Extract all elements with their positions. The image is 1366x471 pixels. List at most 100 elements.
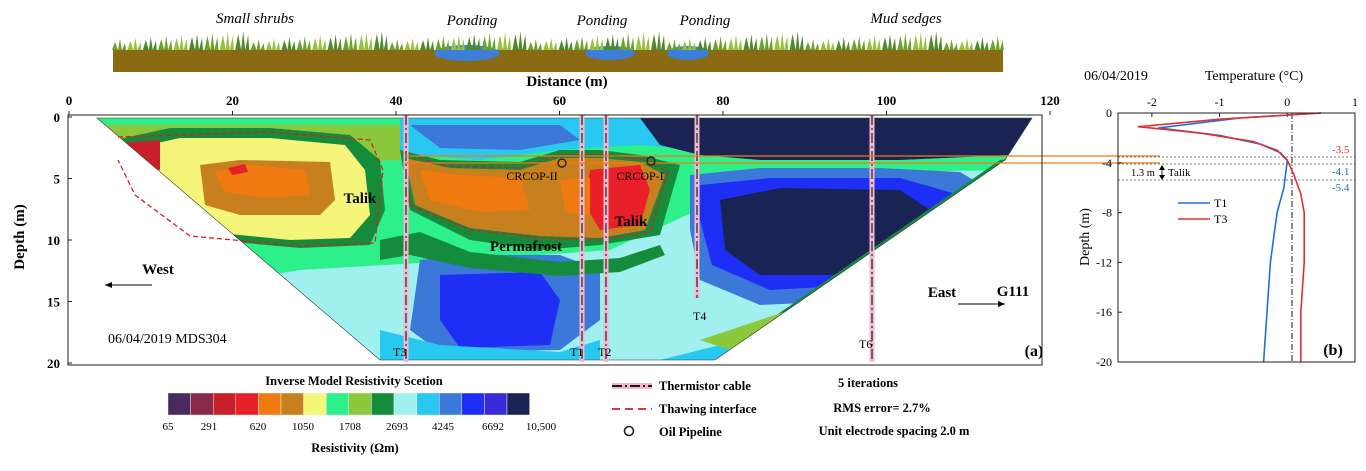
- colorbar-swatch: [461, 392, 485, 416]
- colorbar-tick-label: 2693: [386, 421, 409, 433]
- grass-tuft: [343, 33, 357, 50]
- grass-tuft: [527, 39, 542, 50]
- permafrost-top-green: [380, 232, 665, 276]
- grass-tuft: [943, 39, 958, 50]
- grass-tuft: [851, 36, 866, 50]
- colorbar-swatch: [484, 392, 508, 416]
- x-tick-label: 0: [66, 93, 73, 108]
- grass-tuft: [635, 32, 650, 50]
- colorbar-swatch: [280, 392, 304, 416]
- mark-label-3: -5.4: [1332, 182, 1350, 194]
- colorbar-tick-label: 6692: [482, 421, 504, 433]
- grass-tuft: [835, 37, 850, 50]
- grass-tuft: [989, 36, 1004, 50]
- panel-label-b: (b): [1323, 342, 1343, 359]
- colorbar-tick-label: 291: [201, 421, 218, 433]
- grass-tuft: [389, 39, 404, 50]
- label-talik-west: Talik: [344, 191, 377, 207]
- panel-b-x-tick: 1: [1352, 95, 1358, 109]
- panel-b-y-tick: -12: [1096, 255, 1112, 269]
- panel-b-x-tick: -1: [1215, 95, 1225, 109]
- grass-tuft: [974, 37, 989, 50]
- colorbar-swatch: [167, 392, 191, 416]
- talik-arrowhead-down: [1159, 175, 1165, 180]
- east-arrowhead: [998, 301, 1005, 307]
- grass-tuft: [774, 32, 789, 50]
- pipeline-crcop1: [646, 156, 656, 166]
- panel-b-y-title: Depth (m): [1078, 208, 1093, 266]
- grass-tuft: [697, 37, 712, 50]
- panel-b-y-tick: -8: [1102, 206, 1112, 220]
- grass-tuft: [142, 37, 157, 50]
- talik-thickness: 1.3 m: [1131, 168, 1155, 179]
- y-axis-title: Depth (m): [12, 204, 28, 269]
- mark-label-1: -3.5: [1332, 144, 1350, 156]
- colorbar-tick-label: 1708: [339, 421, 362, 433]
- x-axis-title: Distance (m): [526, 74, 607, 90]
- grass-tuft: [481, 33, 496, 50]
- colorbar-swatch: [416, 392, 440, 416]
- grass-tuft: [959, 38, 973, 50]
- panel-a-frame: [67, 114, 1043, 366]
- mark-label-2: -4.1: [1332, 166, 1349, 178]
- thermistor-cable-label: T1: [570, 345, 583, 359]
- colorbar-swatch: [190, 392, 214, 416]
- grass-tuft: [912, 32, 927, 50]
- label-talik-central: Talik: [615, 214, 648, 230]
- grass-tuft: [435, 36, 450, 50]
- thawing-interface-central: [402, 152, 669, 241]
- grass-tuft: [358, 32, 373, 50]
- grass-tuft: [296, 36, 311, 50]
- grass-tuft: [681, 38, 696, 50]
- grass-tuft: [651, 31, 665, 50]
- label-crcop2: CRCOP-II: [506, 169, 557, 183]
- talik-word: Talik: [1168, 167, 1191, 179]
- grass-tuft: [543, 38, 558, 50]
- label-g111: G111: [997, 284, 1030, 300]
- panel-b-y-tick: -20: [1096, 355, 1112, 369]
- west-arrowhead: [105, 282, 112, 288]
- grass-tuft: [589, 35, 604, 50]
- label-ponding-1: Ponding: [446, 13, 498, 29]
- grass-tuft: [882, 34, 896, 50]
- deep-cold-west-rim: [380, 330, 600, 360]
- talik-arrowhead-up: [1159, 165, 1165, 170]
- y-tick-label: 20: [47, 356, 60, 371]
- grass-tuft: [281, 37, 296, 50]
- legend-rms: RMS error= 2.7%: [833, 401, 931, 415]
- thawing-interface-west: [117, 131, 384, 247]
- colorbar-swatch: [506, 392, 530, 416]
- grass-tuft: [250, 39, 265, 50]
- central-talik-orange: [420, 170, 530, 212]
- colorbar-swatch: [439, 392, 463, 416]
- talik-west-red: [228, 164, 248, 175]
- x-tick-label: 40: [390, 93, 403, 108]
- panel-b-y-ticks: 0-4-8-12-16-20: [1096, 106, 1122, 369]
- colorbar-swatch: [212, 392, 236, 416]
- colorbar-tick-label: 1050: [292, 421, 315, 433]
- label-permafrost: Permafrost: [490, 239, 562, 255]
- panel-b-x-tick: 0: [1284, 95, 1290, 109]
- legend-thermistor: Thermistor cable: [659, 379, 751, 393]
- section-outline: [96, 117, 1033, 361]
- colorbar-swatch: [326, 392, 350, 416]
- grass-tuft: [820, 38, 835, 50]
- grass-tuft: [789, 31, 804, 50]
- grass-tuft: [928, 31, 943, 50]
- colorbar-swatch: [348, 392, 372, 416]
- grass-tuft: [450, 35, 465, 50]
- grass-tuft: [420, 37, 434, 50]
- grass-tuft: [204, 33, 219, 50]
- grass-tuft: [712, 36, 727, 50]
- grass-tuft: [558, 37, 573, 50]
- grass-tuft: [897, 33, 912, 50]
- central-talik-red: [585, 165, 650, 230]
- thermistor-cable-label: T2: [598, 345, 611, 359]
- colorbar-tick-label: 65: [163, 421, 175, 433]
- grass-tuft: [235, 31, 250, 50]
